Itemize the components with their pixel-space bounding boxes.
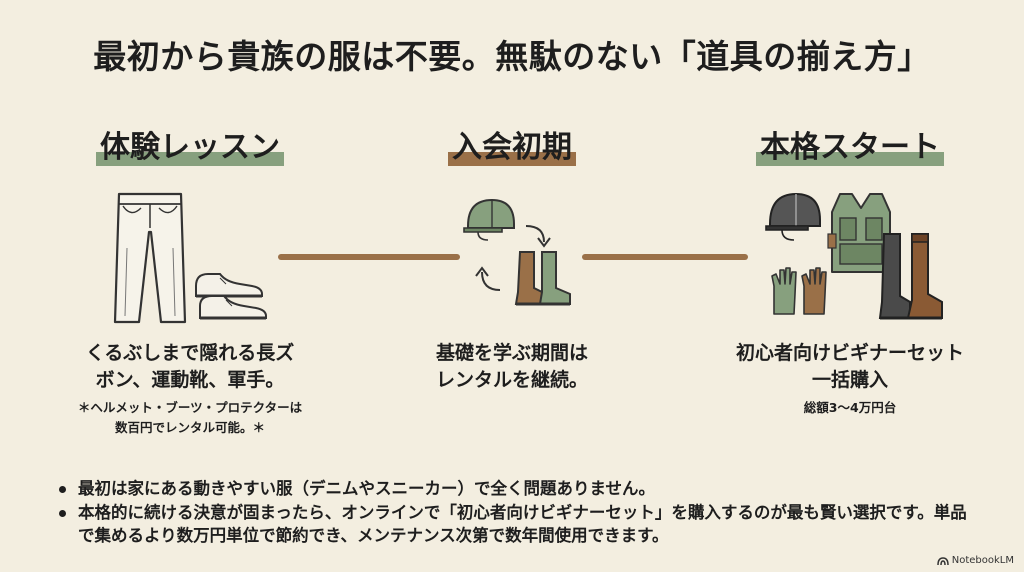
stage-text-line: 一括購入: [811, 369, 888, 391]
notebooklm-logo-icon: [937, 556, 949, 565]
stage-note-line: ＊ヘルメット・ブーツ・プロテクターは: [77, 400, 303, 415]
gloves-icon: [771, 267, 827, 315]
stage-full-start: 本格スタート: [700, 128, 1000, 168]
stage-trial-text: くるぶしまで隠れる長ズ ボン、運動靴、軍手。 ＊ヘルメット・ブーツ・プロテクター…: [30, 340, 350, 438]
helmet-icon: [463, 198, 515, 241]
stage-connector: [278, 254, 460, 260]
stage-trial-lesson: 体験レッスン: [40, 128, 340, 168]
stage-text-line: レンタルを継続。: [435, 369, 588, 391]
stage-note-line: 総額3〜4万円台: [803, 400, 897, 415]
stage-early-text: 基礎を学ぶ期間は レンタルを継続。: [362, 340, 662, 394]
bullet-item: 本格的に続ける決意が固まったら、オンラインで「初心者向けビギナーセット」を購入す…: [58, 501, 978, 547]
bullet-list: 最初は家にある動きやすい服（デニムやスニーカー）で全く問題ありません。 本格的に…: [58, 477, 978, 548]
watermark: NotebookLM: [937, 555, 1014, 566]
stage-heading: 本格スタート: [756, 128, 944, 168]
stage-connector: [582, 254, 748, 260]
stage-text-line: くるぶしまで隠れる長ズ: [85, 342, 295, 364]
stage-text-line: 基礎を学ぶ期間は: [435, 342, 588, 364]
stage-text-line: 初心者向けビギナーセット: [735, 342, 964, 364]
sneakers-icon: [195, 273, 267, 320]
stage-heading: 入会初期: [448, 128, 576, 168]
page-title: 最初から貴族の服は不要。無駄のない「道具の揃え方」: [93, 37, 931, 76]
boots-icon: [514, 251, 571, 306]
stage-early-membership: 入会初期: [362, 128, 662, 168]
bullet-item: 最初は家にある動きやすい服（デニムやスニーカー）で全く問題ありません。: [58, 477, 978, 500]
stage-full-text: 初心者向けビギナーセット 一括購入 総額3〜4万円台: [690, 340, 1010, 418]
stage-note-line: 数百円でレンタル可能。＊: [114, 420, 265, 435]
jeans-icon: [113, 192, 187, 324]
tall-boots-icon: [878, 233, 943, 320]
watermark-text: NotebookLM: [951, 555, 1014, 566]
vest-icon: [827, 193, 895, 273]
stage-text-line: ボン、運動靴、軍手。: [95, 369, 285, 391]
cycle-arrows-icon: [475, 225, 551, 291]
helmet-icon: [765, 192, 821, 241]
stage-heading: 体験レッスン: [96, 128, 284, 168]
